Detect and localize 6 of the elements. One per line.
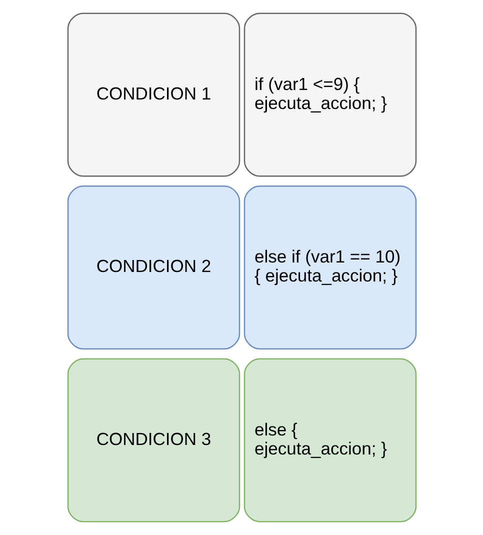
node-box: if (var1 <=9) { ejecuta_accion; } <box>243 12 416 177</box>
node-box: else { ejecuta_accion; } <box>243 358 416 522</box>
node-box: CONDICION 2 <box>66 186 240 350</box>
node-box: CONDICION 3 <box>66 358 240 522</box>
node-box: CONDICION 1 <box>66 12 240 177</box>
node-box: else if (var1 == 10) { ejecuta_accion; } <box>243 186 416 350</box>
